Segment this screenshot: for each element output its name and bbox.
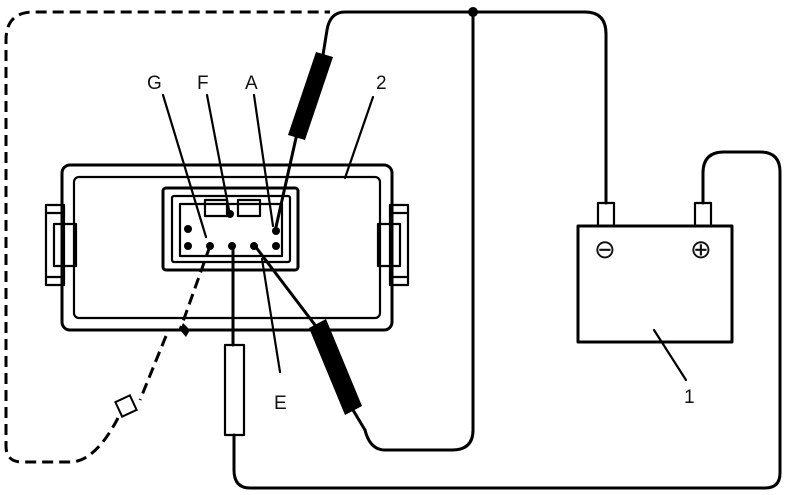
leader-a xyxy=(252,93,275,228)
probe-e xyxy=(253,244,367,432)
label-f: F xyxy=(197,73,209,94)
positive-icon: ⊕ xyxy=(690,234,712,264)
label-e: E xyxy=(274,393,287,414)
leader-lines xyxy=(161,93,688,382)
wire-to-negative xyxy=(471,10,608,205)
wires xyxy=(232,7,782,490)
wire-junction-drop xyxy=(363,10,475,452)
probe-f xyxy=(223,244,246,437)
leader-f xyxy=(205,93,231,212)
leader-e xyxy=(260,257,282,374)
junction-dot xyxy=(468,7,478,17)
wire-to-positive xyxy=(232,150,782,490)
leader-2 xyxy=(343,95,375,180)
terminal-pins xyxy=(184,210,280,250)
label-callout-2: 2 xyxy=(376,73,387,94)
leader-g xyxy=(161,93,208,239)
right-clip xyxy=(376,203,410,287)
battery xyxy=(576,201,734,344)
terminal-block xyxy=(161,186,300,272)
connector-housing xyxy=(44,163,410,332)
left-clip xyxy=(44,203,78,287)
label-a: A xyxy=(245,73,258,94)
dashed-return xyxy=(4,10,330,464)
label-callout-1: 1 xyxy=(684,387,695,408)
probe-a xyxy=(274,52,333,229)
positive-terminal xyxy=(693,201,713,228)
negative-terminal xyxy=(596,201,616,228)
dashed-lead xyxy=(4,10,330,464)
leader-1 xyxy=(652,328,688,382)
label-g: G xyxy=(147,73,162,94)
wire-probe-a-top xyxy=(321,10,475,57)
negative-icon: ⊖ xyxy=(594,234,616,264)
